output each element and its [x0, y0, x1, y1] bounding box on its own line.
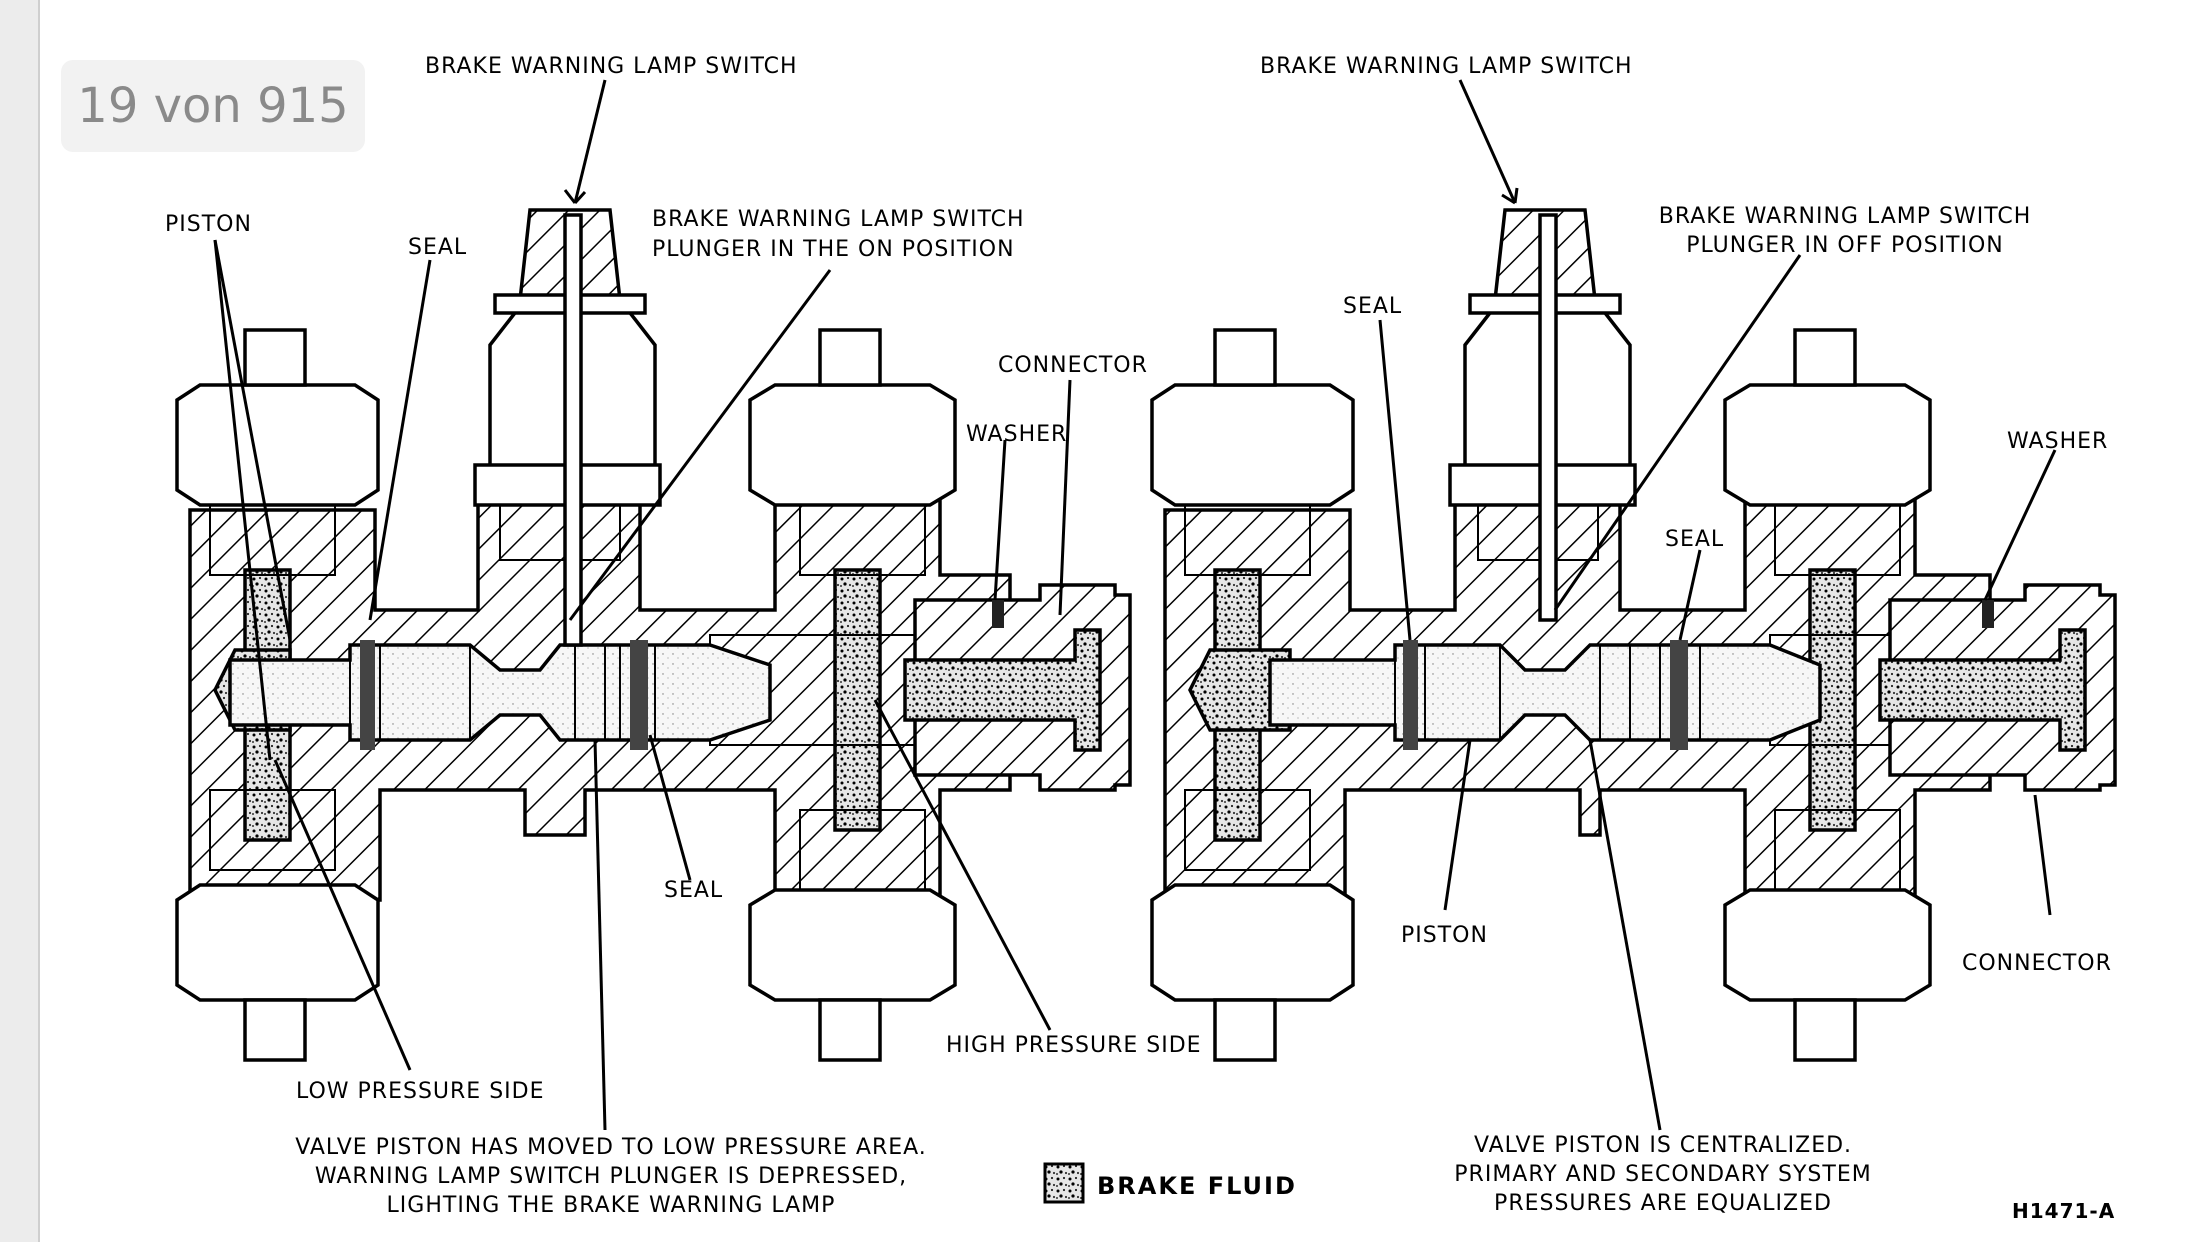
right-seal-right-label: SEAL [1665, 527, 1724, 552]
left-plunger-label-2: PLUNGER IN THE ON POSITION [652, 237, 1015, 262]
right-seal-right [1670, 640, 1688, 750]
legend-label: BRAKE FLUID [1097, 1172, 1297, 1200]
brake-fluid-swatch-icon [1043, 1162, 1085, 1204]
left-connector-label: CONNECTOR [998, 353, 1148, 378]
right-bore-tip [1188, 648, 1292, 732]
right-tube-bottom-left [1213, 998, 1277, 1062]
right-caption-1: VALVE PISTON IS CENTRALIZED. [1474, 1133, 1852, 1158]
right-nut-top-right [1723, 383, 1932, 507]
legend: BRAKE FLUID [1043, 1162, 1297, 1204]
right-piston-label: PISTON [1401, 923, 1488, 948]
right-plunger-label-2: PLUNGER IN OFF POSITION [1686, 233, 2004, 258]
left-nut-top-left [175, 383, 380, 507]
left-tube-bottom-right [818, 998, 882, 1062]
left-seal-top-label: SEAL [408, 235, 467, 260]
page-left-edge [0, 0, 40, 1242]
right-tube-bottom-right [1793, 998, 1857, 1062]
right-tube-top-left [1213, 328, 1277, 387]
right-washer-label: WASHER [2007, 429, 2108, 454]
right-threads-left-bottom [1184, 789, 1311, 871]
left-low-pressure-label: LOW PRESSURE SIDE [296, 1079, 545, 1104]
left-valve-assembly: BRAKE WARNING LAMP SWITCH PISTON SEAL BR… [165, 54, 1202, 1218]
right-nut-top-left [1150, 383, 1355, 507]
left-seal-right [630, 640, 648, 750]
left-high-pressure-label: HIGH PRESSURE SIDE [946, 1033, 1202, 1058]
left-tube-top-left [243, 328, 307, 387]
right-nut-bottom-left [1150, 883, 1355, 1002]
left-seal-left [360, 640, 375, 750]
left-nut-top-right [748, 383, 957, 507]
left-switch-label: BRAKE WARNING LAMP SWITCH [425, 54, 798, 79]
left-washer-label: WASHER [966, 422, 1067, 447]
left-switch-plunger [563, 213, 583, 647]
right-tube-top-right [1793, 328, 1857, 387]
left-tube-top-right [818, 328, 882, 387]
left-caption-2: WARNING LAMP SWITCH PLUNGER IS DEPRESSED… [315, 1164, 907, 1189]
right-caption-3: PRESSURES ARE EQUALIZED [1494, 1191, 1832, 1216]
right-plunger-label-1: BRAKE WARNING LAMP SWITCH [1659, 204, 2032, 229]
page-indicator-text: 19 von 915 [77, 78, 349, 134]
right-switch-plunger [1538, 213, 1558, 622]
right-seal-left-label: SEAL [1343, 294, 1402, 319]
left-washer [992, 600, 1004, 628]
right-switch-label: BRAKE WARNING LAMP SWITCH [1260, 54, 1633, 79]
left-nut-bottom-right [748, 888, 957, 1002]
left-inlet-right [833, 568, 882, 832]
right-seal-left [1403, 640, 1418, 750]
right-connector-port [1878, 628, 2087, 752]
left-plunger-label-1: BRAKE WARNING LAMP SWITCH [652, 207, 1025, 232]
right-nut-bottom-right [1723, 888, 1932, 1002]
figure-code: H1471-A [2012, 1199, 2115, 1223]
left-caption-1: VALVE PISTON HAS MOVED TO LOW PRESSURE A… [295, 1135, 927, 1160]
left-connector-port [903, 628, 1102, 752]
left-nut-bottom-left [175, 883, 380, 1002]
page-indicator: 19 von 915 [61, 60, 365, 152]
left-seal-bottom-label: SEAL [664, 878, 723, 903]
right-valve-assembly: BRAKE WARNING LAMP SWITCH BRAKE WARNING … [1150, 54, 2117, 1216]
left-caption-3: LIGHTING THE BRAKE WARNING LAMP [387, 1193, 836, 1218]
left-piston-label: PISTON [165, 212, 252, 237]
right-washer [1982, 600, 1994, 628]
right-caption-2: PRIMARY AND SECONDARY SYSTEM [1454, 1162, 1871, 1187]
left-tube-bottom-left [243, 998, 307, 1062]
right-connector-label: CONNECTOR [1962, 951, 2112, 976]
left-threads-left-bottom [209, 789, 336, 871]
